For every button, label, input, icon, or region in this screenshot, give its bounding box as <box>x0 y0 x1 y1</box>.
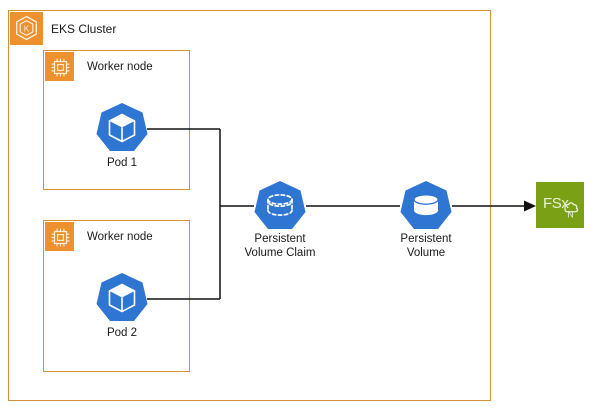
kubernetes-pod-icon <box>94 270 150 326</box>
svg-text:FSx: FSx <box>543 195 569 212</box>
kubernetes-persistent-volume-icon <box>398 178 454 234</box>
eks-cluster-label: EKS Cluster <box>51 22 117 36</box>
worker-node-1-group-box <box>43 50 190 190</box>
svg-text:K: K <box>24 23 30 33</box>
kubernetes-pod-icon <box>94 100 150 156</box>
kubernetes-persistent-volume-claim-icon <box>252 178 308 234</box>
eks-cluster-icon: K <box>10 12 43 45</box>
worker-node-1-label: Worker node <box>87 61 153 73</box>
persistent-volume-claim-label: Persistent Volume Claim <box>244 233 316 259</box>
persistent-volume-label: Persistent Volume <box>400 233 452 259</box>
arrowhead-icon <box>524 200 536 212</box>
worker-node-2-label: Worker node <box>87 231 153 243</box>
svg-text:N: N <box>567 210 574 220</box>
amazon-fsx-for-netapp-ontap-icon: FSx N <box>536 182 584 228</box>
worker-node-2-icon <box>45 222 74 251</box>
worker-node-1-icon <box>45 52 74 81</box>
worker-node-2-group-box <box>43 220 190 372</box>
pod-2-label: Pod 2 <box>106 327 138 339</box>
pod-1-label: Pod 1 <box>106 157 138 169</box>
